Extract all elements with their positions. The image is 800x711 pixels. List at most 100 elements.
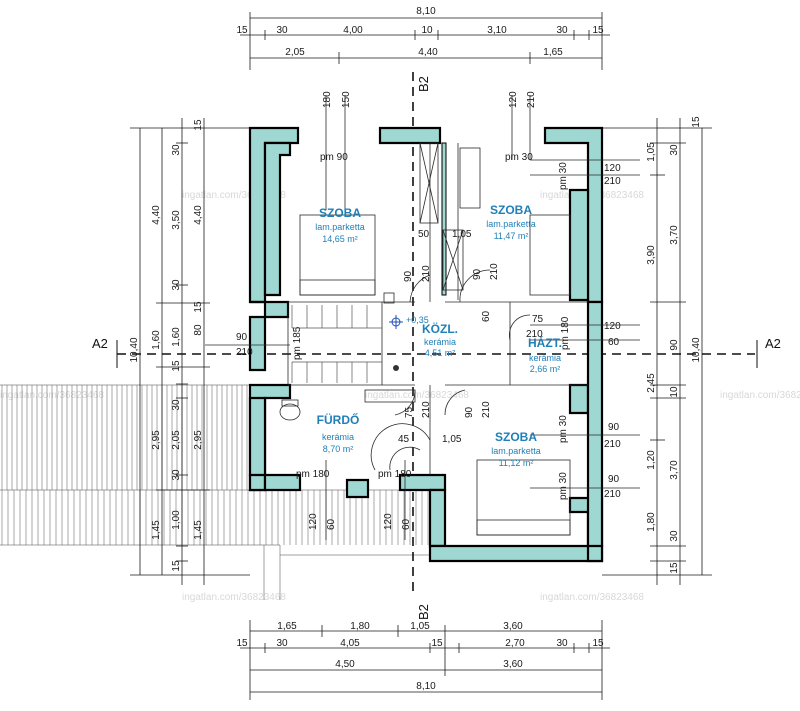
svg-text:2,45: 2,45 [646,373,657,393]
svg-text:11,47 m²: 11,47 m² [494,231,529,241]
svg-text:4,40: 4,40 [193,205,204,225]
svg-text:3,50: 3,50 [171,210,182,230]
svg-text:30: 30 [669,530,680,542]
svg-text:3,70: 3,70 [669,460,680,480]
svg-text:15: 15 [592,638,604,649]
svg-text:3,90: 3,90 [646,245,657,265]
svg-text:3,70: 3,70 [669,225,680,245]
svg-text:210: 210 [604,489,621,500]
svg-text:2,05: 2,05 [171,430,182,450]
svg-text:1,05: 1,05 [442,434,462,445]
dim-top-total: 8,10 [416,6,436,17]
svg-text:15: 15 [193,301,204,313]
svg-text:80: 80 [193,324,204,336]
svg-text:15: 15 [171,560,182,572]
section-label-a-left: A2 [92,336,108,351]
dim-left-col3: 30 3,50 30 1,60 15 30 2,05 30 1,00 15 [171,144,182,572]
svg-text:pm 185: pm 185 [292,326,303,360]
svg-text:kerámia: kerámia [424,337,456,347]
svg-text:+0,35: +0,35 [406,315,429,325]
svg-text:pm 30: pm 30 [558,472,569,500]
svg-text:210: 210 [526,91,537,108]
dim-top-row2: 15 30 4,00 10 3,10 30 15 [236,25,604,36]
svg-text:KÖZL.: KÖZL. [422,321,458,336]
watermark: ingatlan.com/36823468 [182,592,286,603]
svg-text:60: 60 [326,518,337,530]
section-label-b-top: B2 [416,76,431,92]
svg-text:210: 210 [604,439,621,450]
svg-text:150: 150 [341,91,352,108]
svg-text:1,45: 1,45 [151,520,162,540]
svg-text:1,45: 1,45 [193,520,204,540]
svg-text:15: 15 [669,562,680,574]
svg-text:90: 90 [608,474,620,485]
svg-text:60: 60 [401,518,412,530]
svg-text:4,05: 4,05 [340,638,360,649]
svg-text:2,95: 2,95 [193,430,204,450]
svg-text:75: 75 [532,314,544,325]
svg-text:14,65 m²: 14,65 m² [322,234,358,244]
svg-text:1,05: 1,05 [452,229,472,240]
svg-text:4,50: 4,50 [335,659,355,670]
annotations: +0,35 pm 90 pm 30 pm 30 pm 30 pm 30 pm 1… [236,91,621,530]
svg-text:120: 120 [604,321,621,332]
dim-left-col2: 4,40 1,60 2,95 1,45 [151,205,162,540]
section-lines [116,72,758,595]
svg-text:210: 210 [489,263,500,280]
terrace-hatch [0,384,440,600]
svg-text:lam.parketta: lam.parketta [315,222,365,232]
svg-text:30: 30 [556,638,568,649]
svg-text:90: 90 [464,406,475,418]
svg-text:120: 120 [383,513,394,530]
svg-text:pm 30: pm 30 [558,415,569,443]
svg-text:pm 90: pm 90 [320,152,348,163]
room-szoba-1: SZOBA lam.parketta 14,65 m² [315,206,365,244]
svg-text:FÜRDŐ: FÜRDŐ [317,412,360,427]
svg-text:120: 120 [604,163,621,174]
section-label-a-right: A2 [765,336,781,351]
svg-text:SZOBA: SZOBA [490,203,532,217]
svg-text:10,40: 10,40 [691,337,702,362]
svg-text:90: 90 [669,339,680,351]
svg-text:2,70: 2,70 [505,638,525,649]
svg-text:pm 30: pm 30 [558,162,569,190]
svg-text:HÁZT.: HÁZT. [528,335,562,350]
svg-text:30: 30 [276,638,288,649]
top-dimension-lines [240,12,610,70]
dim-left-total: 10,40 [129,337,140,362]
svg-text:30: 30 [171,144,182,156]
svg-text:11,12 m²: 11,12 m² [499,458,534,468]
svg-text:60: 60 [608,337,620,348]
svg-text:10: 10 [669,386,680,398]
svg-text:4,00: 4,00 [343,25,363,36]
dim-right-col1: 1,05 3,70 3,70 [646,142,680,480]
svg-text:pm 30: pm 30 [505,152,533,163]
watermark: ingatlan.com/36823468 [540,592,644,603]
svg-text:30: 30 [556,25,568,36]
section-label-b-bottom: B2 [416,604,431,620]
svg-text:120: 120 [508,91,519,108]
svg-text:pm 180: pm 180 [296,469,330,480]
svg-text:90: 90 [608,422,620,433]
svg-text:1,05: 1,05 [410,621,430,632]
svg-text:2,95: 2,95 [151,430,162,450]
svg-text:3,10: 3,10 [487,25,507,36]
svg-text:90: 90 [403,270,414,282]
dim-bottom-row1: 1,65 1,80 1,05 3,60 [277,621,523,632]
svg-text:75: 75 [404,406,415,418]
svg-text:210: 210 [236,347,253,358]
svg-text:kerámia: kerámia [529,353,561,363]
dim-bottom-row3: 4,50 3,60 [335,659,523,670]
svg-text:60: 60 [481,310,492,322]
svg-text:90: 90 [236,332,248,343]
svg-text:210: 210 [481,401,492,418]
svg-text:15: 15 [171,360,182,372]
svg-text:SZOBA: SZOBA [319,206,361,220]
svg-text:15: 15 [236,25,248,36]
svg-text:1,20: 1,20 [646,450,657,470]
svg-text:50: 50 [418,229,430,240]
svg-text:45: 45 [398,434,410,445]
svg-text:1,00: 1,00 [171,510,182,530]
right-dimension-lines [602,118,712,585]
dim-left-col4: 15 4,40 15 80 2,95 1,45 [193,119,204,540]
